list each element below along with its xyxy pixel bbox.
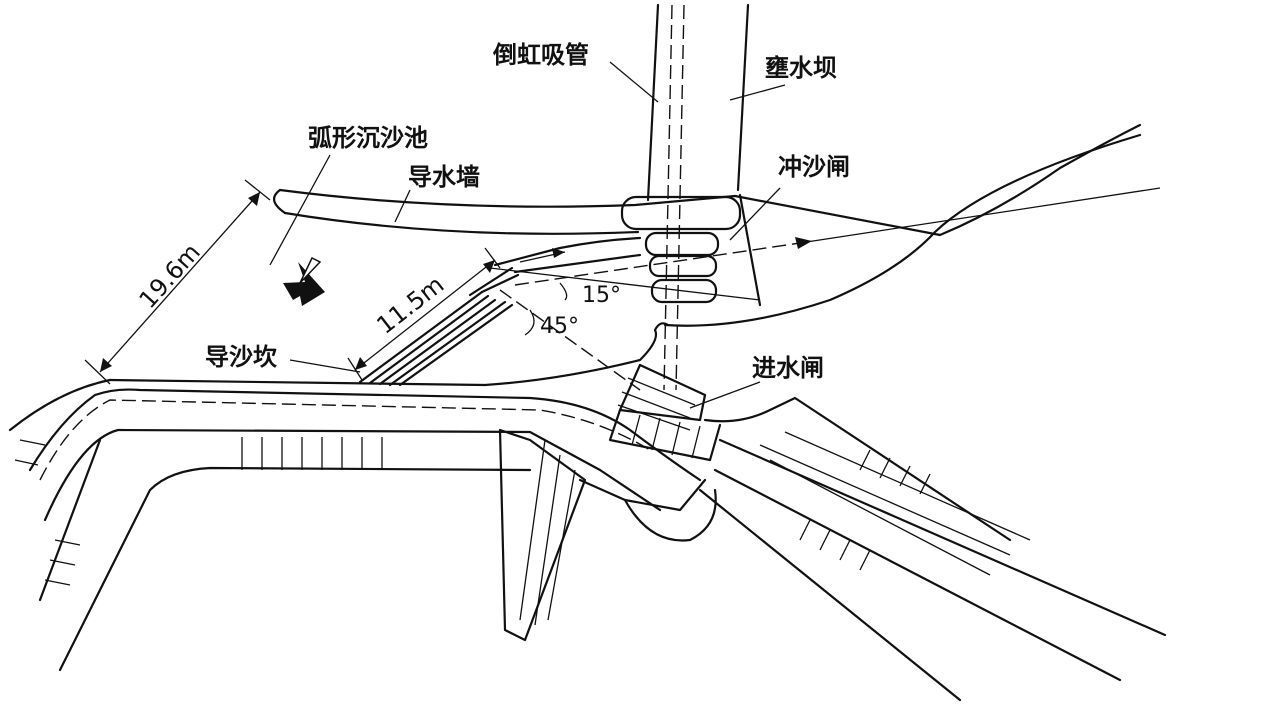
flushing-sluice-structure xyxy=(489,231,761,304)
bank-hatching xyxy=(14,437,931,586)
sediment-guide-sill xyxy=(358,266,520,387)
flushing-sluice-label: 冲沙闸 xyxy=(778,153,850,181)
intake-sluice-structure xyxy=(578,363,722,542)
leader-lines xyxy=(269,61,786,409)
outflow-canal xyxy=(498,396,1167,702)
sediment-guide-sill-label: 导沙坎 xyxy=(205,343,277,371)
angle-arcs xyxy=(524,282,568,336)
guide-wall-label: 导水墙 xyxy=(408,163,480,191)
diversion-dam-label: 壅水坝 xyxy=(765,54,837,82)
basin-width-dimension: 19.6m xyxy=(134,238,206,314)
angle-15-label: 15° xyxy=(582,283,621,308)
flow-arrow-icon xyxy=(283,256,325,306)
dimension-11-5 xyxy=(347,247,501,381)
intake-sluice-label: 进水闸 xyxy=(752,354,824,382)
inverted-siphon-label: 倒虹吸管 xyxy=(492,41,589,69)
dimension-19-6 xyxy=(84,179,271,385)
angle-45-label: 45° xyxy=(540,314,579,339)
arc-sedimentation-basin-label: 弧形沉沙池 xyxy=(308,124,428,152)
guide-wall xyxy=(273,188,742,235)
main-canal xyxy=(8,322,702,672)
river-bank-upper xyxy=(663,123,1142,327)
